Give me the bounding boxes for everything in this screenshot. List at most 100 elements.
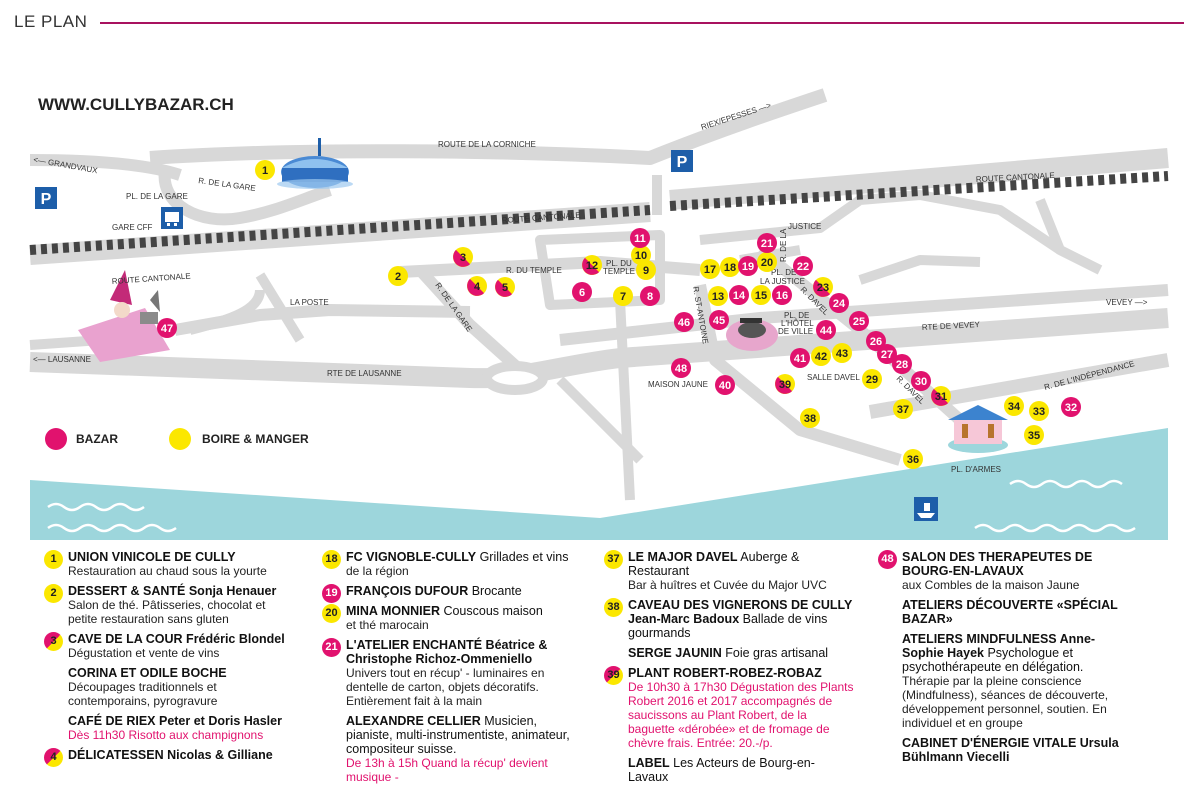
stand-marker-21[interactable]: 21 <box>757 233 777 253</box>
stand-marker-33[interactable]: 33 <box>1029 401 1049 421</box>
street-label: <— LAUSANNE <box>33 355 91 364</box>
stand-description: Thérapie par la pleine conscience (Mindf… <box>902 674 1109 730</box>
stand-marker-29[interactable]: 29 <box>862 369 882 389</box>
stand-marker-41[interactable]: 41 <box>790 348 810 368</box>
stand-marker-5[interactable]: 5 <box>495 277 515 297</box>
legend-boire-swatch <box>169 428 191 450</box>
stand-marker-47[interactable]: 47 <box>157 318 177 338</box>
stand-subtitle: Foie gras artisanal <box>721 646 829 660</box>
stand-marker-number: 11 <box>634 233 646 245</box>
street-label: SALLE DAVEL <box>807 373 860 382</box>
stand-marker-38[interactable]: 38 <box>800 408 820 428</box>
stand-marker-34[interactable]: 34 <box>1004 396 1024 416</box>
svg-text:P: P <box>41 191 52 208</box>
stand-marker-20[interactable]: 20 <box>757 252 777 272</box>
stand-marker-48[interactable]: 48 <box>671 358 691 378</box>
stand-description: Bar à huîtres et Cuvée du Major UVC <box>628 578 827 592</box>
stand-marker-43[interactable]: 43 <box>832 343 852 363</box>
parking-icon[interactable]: P <box>35 187 57 209</box>
stand-description: Dès 11h30 Risotto aux champignons <box>68 728 264 742</box>
stand-marker-number: 33 <box>1033 406 1045 418</box>
stand-marker-3[interactable]: 3 <box>453 247 473 267</box>
roundabout <box>482 361 548 395</box>
stand-marker-39[interactable]: 39 <box>775 374 795 394</box>
stand-marker-22[interactable]: 22 <box>793 256 813 276</box>
stand-marker-23[interactable]: 23 <box>813 277 833 297</box>
stand-marker-40[interactable]: 40 <box>715 375 735 395</box>
stand-name: LABEL Les Acteurs de Bourg-en-Lavaux <box>628 756 815 784</box>
stand-marker-7[interactable]: 7 <box>613 286 633 306</box>
stand-marker-14[interactable]: 14 <box>729 285 749 305</box>
stand-marker-1[interactable]: 1 <box>255 160 275 180</box>
stand-marker-32[interactable]: 32 <box>1061 397 1081 417</box>
stand-marker-16[interactable]: 16 <box>772 285 792 305</box>
town-map[interactable]: P P <box>0 0 1189 540</box>
stand-marker-11[interactable]: 11 <box>630 228 650 248</box>
stand-marker-10[interactable]: 10 <box>631 245 651 265</box>
street-label: DE VILLE <box>778 327 813 336</box>
stand-marker-24[interactable]: 24 <box>829 293 849 313</box>
stand-number-badge: 20 <box>322 604 341 623</box>
map-legend: BAZAR BOIRE & MANGER <box>45 428 309 450</box>
stand-entry: 19 FRANÇOIS DUFOUR Brocante <box>322 584 572 603</box>
stand-marker-18[interactable]: 18 <box>720 257 740 277</box>
stand-marker-45[interactable]: 45 <box>709 310 729 330</box>
stand-name: FC VIGNOBLE-CULLY Grillades et vins <box>346 550 569 564</box>
stand-marker-28[interactable]: 28 <box>892 354 912 374</box>
stand-marker-42[interactable]: 42 <box>811 346 831 366</box>
stand-marker-4[interactable]: 4 <box>467 276 487 296</box>
stand-number-badge: 39 <box>604 666 623 685</box>
stand-number-badge: 19 <box>322 584 341 603</box>
stand-marker-8[interactable]: 8 <box>640 286 660 306</box>
stand-description: Restauration au chaud sous la yourte <box>68 564 267 578</box>
stand-marker-46[interactable]: 46 <box>674 312 694 332</box>
stand-marker-44[interactable]: 44 <box>816 320 836 340</box>
street-label: R. DU TEMPLE <box>506 266 562 275</box>
stand-marker-36[interactable]: 36 <box>903 449 923 469</box>
stand-marker-15[interactable]: 15 <box>751 285 771 305</box>
stand-subtitle: Couscous maison <box>439 604 543 618</box>
stand-marker-2[interactable]: 2 <box>388 266 408 286</box>
stand-marker-number: 9 <box>643 265 649 277</box>
stand-marker-17[interactable]: 17 <box>700 259 720 279</box>
street-label: JUSTICE <box>788 222 821 231</box>
stand-marker-31[interactable]: 31 <box>931 386 951 406</box>
stand-subtitle: Grillades et vins <box>476 550 569 564</box>
street-label: MAISON JAUNE <box>648 380 708 389</box>
stand-marker-13[interactable]: 13 <box>708 286 728 306</box>
stand-marker-25[interactable]: 25 <box>849 311 869 331</box>
legend-boire-label: BOIRE & MANGER <box>202 432 309 446</box>
stand-marker-19[interactable]: 19 <box>738 256 758 276</box>
stand-marker-number: 38 <box>804 413 816 425</box>
stand-marker-30[interactable]: 30 <box>911 371 931 391</box>
stand-name: FRANÇOIS DUFOUR Brocante <box>346 584 522 598</box>
stand-marker-number: 34 <box>1008 401 1021 413</box>
stand-marker-number: 30 <box>915 376 927 388</box>
stand-number-badge: 4 <box>44 748 63 767</box>
street-label: TEMPLE <box>603 267 635 276</box>
stand-marker-35[interactable]: 35 <box>1024 425 1044 445</box>
stand-marker-37[interactable]: 37 <box>893 399 913 419</box>
stand-marker-number: 26 <box>870 336 882 348</box>
stand-number-badge: 1 <box>44 550 63 569</box>
stand-number-badge: 2 <box>44 584 63 603</box>
parking-icon[interactable]: P <box>671 150 693 172</box>
stand-marker-6[interactable]: 6 <box>572 282 592 302</box>
stand-name: CAVEAU DES VIGNERONS DE CULLY Jean-Marc … <box>628 598 853 640</box>
stand-subtitle: Psychologue et psychothérapeute en délég… <box>902 646 1084 674</box>
stand-marker-number: 42 <box>815 351 827 363</box>
page-header: LE PLAN <box>0 0 1189 48</box>
wave-marks <box>47 479 1136 533</box>
street-label: LA JUSTICE <box>760 277 805 286</box>
stand-marker-12[interactable]: 12 <box>582 255 602 275</box>
stand-marker-27[interactable]: 27 <box>877 344 897 364</box>
stand-name: SALON DES THERAPEUTES DE BOURG-EN-LAVAUX <box>902 550 1093 578</box>
stand-marker-number: 23 <box>817 282 829 294</box>
